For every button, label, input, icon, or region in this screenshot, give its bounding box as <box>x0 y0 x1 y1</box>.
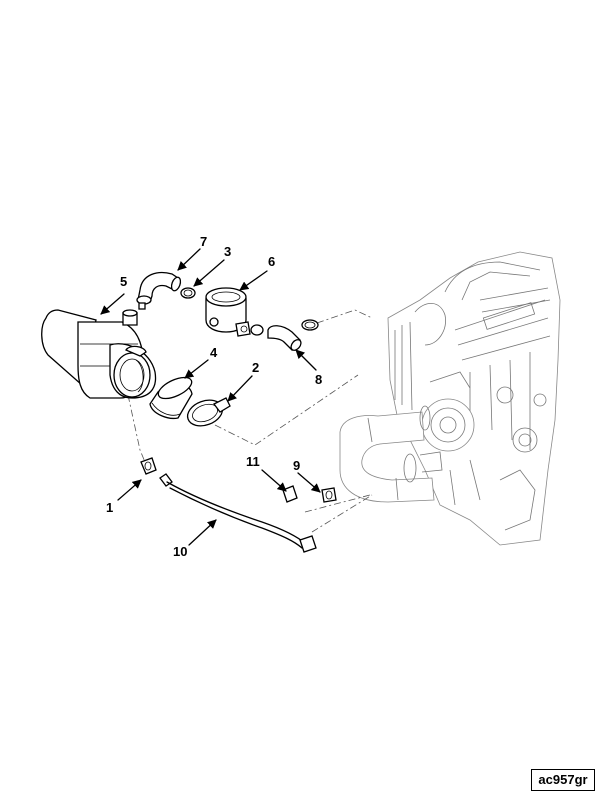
fitting-part-1 <box>140 457 157 475</box>
callout-7: 7 <box>200 234 207 249</box>
leader-5 <box>100 293 125 315</box>
tube-part-10 <box>159 473 317 553</box>
leader-8 <box>295 349 317 371</box>
figure-reference-code: ac957gr <box>531 769 595 791</box>
callout-6: 6 <box>268 254 275 269</box>
leader-1 <box>117 479 142 501</box>
callout-4: 4 <box>210 345 218 360</box>
leader-7 <box>177 248 201 271</box>
crankcase-vent-part-6 <box>205 287 251 337</box>
fitting-part-9 <box>321 487 337 503</box>
leader-6 <box>239 270 268 291</box>
leader-11 <box>261 469 287 492</box>
clamp-part-2 <box>186 397 231 427</box>
callout-5: 5 <box>120 274 127 289</box>
callout-10: 10 <box>173 544 187 559</box>
callout-3: 3 <box>224 244 231 259</box>
leader-3 <box>193 259 225 287</box>
callout-labels: 5 7 3 6 4 2 8 1 10 11 9 <box>106 234 322 559</box>
leader-arrows <box>100 248 321 546</box>
engine-assembly <box>339 251 561 546</box>
fitting-part-11 <box>282 485 298 503</box>
leader-2 <box>227 375 253 402</box>
callout-2: 2 <box>252 360 259 375</box>
callout-9: 9 <box>293 458 300 473</box>
leader-10 <box>188 519 217 546</box>
leader-9 <box>297 472 321 493</box>
callout-8: 8 <box>315 372 322 387</box>
callout-1: 1 <box>106 500 113 515</box>
hose-part-7 <box>136 271 182 310</box>
hose-part-8 <box>250 319 319 351</box>
callout-11: 11 <box>246 454 260 469</box>
sleeve-part-4 <box>149 376 193 420</box>
leader-4 <box>184 359 209 379</box>
assembly-centerlines <box>127 309 373 533</box>
clamp-part-3 <box>180 287 196 299</box>
air-cleaner-part-5 <box>41 309 157 399</box>
